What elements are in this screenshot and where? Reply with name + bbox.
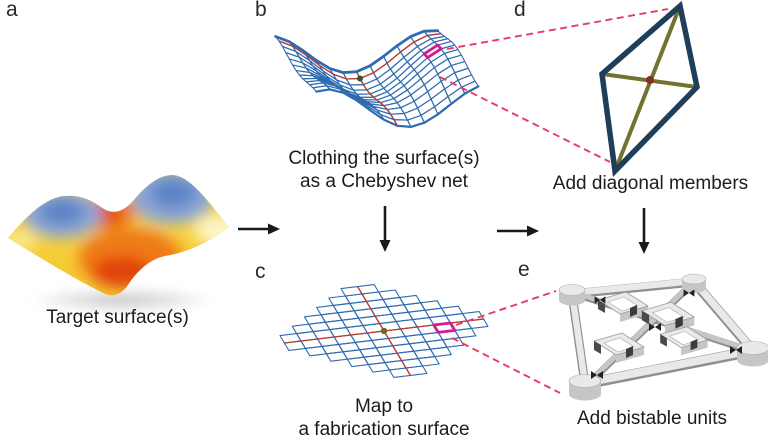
caption-chebyshev-line1: Clothing the surface(s) — [288, 148, 480, 169]
surface-shadow — [17, 286, 227, 314]
diagonal-members-illustration — [599, 0, 700, 177]
fabrication-grid-illustration — [279, 284, 489, 378]
arrow-d-to-e — [638, 208, 650, 254]
bistable-unit-illustration — [558, 273, 768, 401]
panel-label-b: b — [255, 0, 267, 21]
target-surface-illustration — [8, 174, 229, 314]
panel-label-e: e — [518, 258, 530, 281]
panel-label-a: a — [6, 0, 18, 21]
caption-diagonal-members: Add diagonal members — [552, 173, 749, 194]
arrow-a-to-b — [238, 223, 280, 235]
arrow-c-to-e — [497, 225, 539, 237]
caption-target-surface: Target surface(s) — [46, 307, 189, 328]
caption-bistable-units: Add bistable units — [577, 408, 727, 429]
panel-label-d: d — [514, 0, 526, 21]
zoom-dashed-lines — [439, 8, 669, 394]
caption-fabrication-line1: Map to — [354, 396, 414, 417]
panel-label-c: c — [255, 260, 266, 283]
chebyshev-net-illustration — [274, 29, 480, 129]
caption-chebyshev-line2: as a Chebyshev net — [300, 171, 468, 192]
flow-arrows — [238, 206, 650, 254]
caption-fabrication-line2: a fabrication surface — [298, 419, 470, 440]
caption-chebyshev-net: Clothing the surface(s) as a Chebyshev n… — [264, 147, 504, 193]
caption-fabrication-surface: Map to a fabrication surface — [264, 395, 504, 441]
arrow-b-to-c — [379, 206, 391, 252]
